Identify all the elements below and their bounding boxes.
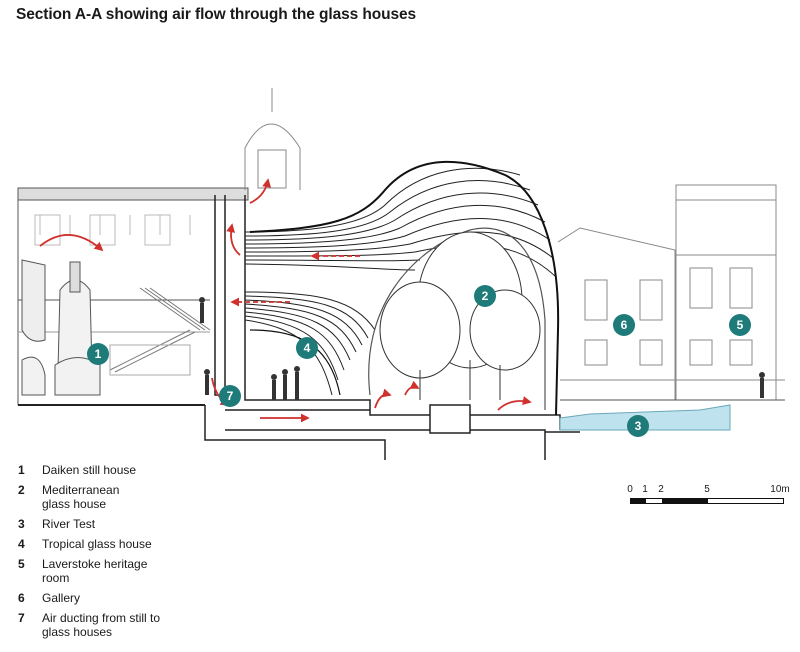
marker-air-ducting: 7 [219, 385, 241, 407]
scale-label: 1 [642, 484, 648, 495]
legend-label: Tropical glass house [42, 537, 152, 551]
arrow-med-floor-right [497, 396, 532, 411]
scale-label: 10m [770, 484, 790, 495]
arrow-upper-duct [226, 223, 241, 256]
marker-gallery: 6 [613, 314, 635, 336]
duct-lines [244, 167, 556, 396]
legend-label: River Test [42, 517, 96, 531]
scale-label: 5 [704, 484, 710, 495]
svg-text:3: 3 [635, 419, 642, 433]
legend-number: 7 [18, 611, 25, 625]
legend-label: Air ducting from still to glass houses [42, 611, 161, 639]
legend-label: Mediterranean glass house [42, 483, 120, 511]
svg-text:4: 4 [304, 341, 311, 355]
svg-text:6: 6 [621, 318, 628, 332]
scale-label: 2 [658, 484, 664, 495]
legend: 1 Daiken still house 2 Mediterranean gla… [18, 463, 278, 645]
scale-bar: 0 1 2 5 10m [627, 484, 790, 514]
svg-text:2: 2 [482, 289, 489, 303]
scale-bar-graphic [630, 498, 784, 504]
legend-number: 2 [18, 483, 25, 497]
legend-item: 7 Air ducting from still to glass houses [18, 611, 278, 639]
legend-item: 2 Mediterranean glass house [18, 483, 278, 511]
legend-item: 4 Tropical glass house [18, 537, 278, 551]
trees [379, 231, 541, 400]
legend-number: 6 [18, 591, 25, 605]
svg-text:1: 1 [95, 347, 102, 361]
legend-label: Gallery [42, 591, 81, 605]
legend-item: 3 River Test [18, 517, 278, 531]
marker-heritage-room: 5 [729, 314, 751, 336]
legend-item: 5 Laverstoke heritage room [18, 557, 278, 585]
svg-text:7: 7 [227, 389, 234, 403]
legend-label: Laverstoke heritage room [42, 557, 148, 585]
arrow-med-floor-left [404, 380, 420, 396]
legend-number: 5 [18, 557, 25, 571]
airflow-arrows [39, 178, 532, 423]
svg-text:5: 5 [737, 318, 744, 332]
legend-item: 1 Daiken still house [18, 463, 278, 477]
legend-number: 1 [18, 463, 25, 477]
arrow-tropical-floor [374, 388, 392, 409]
heritage-buildings [557, 184, 785, 401]
marker-mediterranean: 2 [474, 285, 496, 307]
legend-number: 3 [18, 517, 25, 531]
legend-label: Daiken still house [42, 463, 137, 477]
chimney-tower [244, 88, 301, 190]
page-title: Section A-A showing air flow through the… [16, 6, 417, 23]
arrow-chimney-exhaust [249, 178, 272, 204]
marker-tropical: 4 [296, 337, 318, 359]
scale-label: 0 [627, 484, 633, 495]
still-house [17, 187, 249, 406]
legend-item: 6 Gallery [18, 591, 278, 605]
people [199, 297, 765, 400]
marker-still-house: 1 [87, 343, 109, 365]
marker-river: 3 [627, 415, 649, 437]
section-drawing: 1 2 3 4 5 6 7 [17, 88, 785, 460]
legend-number: 4 [18, 537, 25, 551]
river-water [559, 404, 731, 431]
arrow-still-house [39, 234, 104, 252]
